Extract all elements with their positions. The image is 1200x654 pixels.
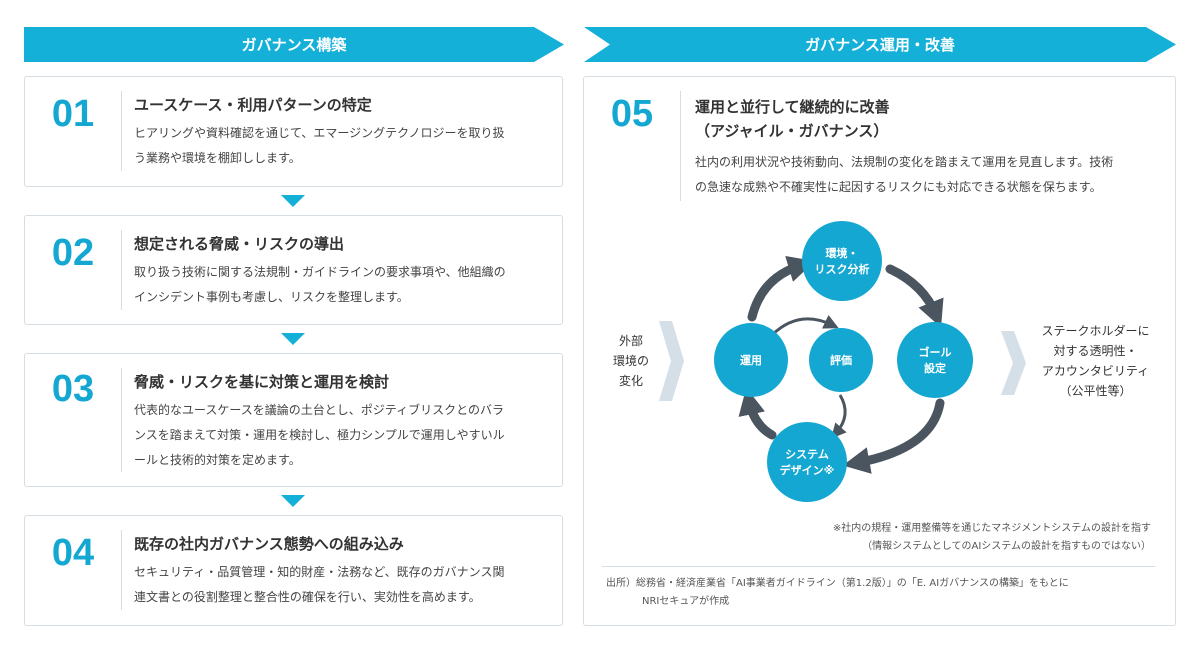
down-arrow-icon (281, 495, 305, 507)
step-title-line: 運用と並行して継続的に改善 (695, 98, 890, 116)
side-text-line: アカウンタビリティ (1041, 364, 1150, 378)
step-divider (680, 91, 681, 201)
step-text-line: の急速な成熟や不確実性に起因するリスクにも対応できる状態を保ちます。 (695, 180, 1102, 194)
side-text-line: 外部 (618, 334, 643, 348)
governance-build-banner: ガバナンス構築 (24, 27, 564, 62)
node-label: ゴール (919, 345, 952, 359)
arrow-system-to-operation (738, 387, 777, 440)
step-divider (121, 91, 122, 171)
step-divider (121, 530, 122, 610)
stakeholder-accountability-label: ステークホルダーに 対する透明性・ アカウンタビリティ （公平性等） (1028, 321, 1163, 401)
step-description: 代表的なユースケースを議論の土台とし、ポジティブリスクとのバラ ンスを踏まえて対… (134, 398, 546, 473)
step-05-card: 05 運用と並行して継続的に改善 （アジャイル・ガバナンス） 社内の利用状況や技… (583, 76, 1176, 626)
step-description: 社内の利用状況や技術動向、法規制の変化を踏まえて運用を見直します。技術 の急速な… (695, 150, 1160, 200)
step-text-line: う業務や環境を棚卸しします。 (134, 151, 301, 165)
source-note: 出所）総務省・経済産業省「AI事業者ガイドライン（第1.2版）」の「E. AIガ… (606, 575, 1166, 611)
side-text-line: 変化 (618, 374, 643, 388)
step-text-line: 連文書との役割整理と整合性の確保を行い、実効性を高めます。 (134, 590, 481, 604)
banner-left-label: ガバナンス構築 (241, 36, 347, 54)
down-arrow-icon (281, 333, 305, 345)
arrow-env-to-goal (885, 264, 944, 328)
side-text-line: （公平性等） (1059, 384, 1132, 398)
side-text-line: ステークホルダーに (1041, 324, 1150, 338)
arrow-operation-to-evaluation (770, 314, 839, 337)
node-goal-setting (897, 322, 973, 398)
node-label: デザイン※ (780, 463, 835, 477)
footnote-line: （情報システムとしてのAIシステムの設計を指すものではない） (862, 541, 1151, 552)
step-text-line: インシデント事例も考慮し、リスクを整理します。 (134, 290, 409, 304)
node-evaluation (809, 328, 873, 392)
step-text-line: ヒアリングや資料確認を通じて、エマージングテクノロジーを取り扱 (134, 126, 505, 140)
governance-operation-banner: ガバナンス運用・改善 (584, 27, 1176, 62)
step-text-line: ンスを踏まえて対策・運用を検討し、極力シンプルで運用しやすいル (134, 428, 505, 442)
step-03-card: 03 脅威・リスクを基に対策と運用を検討 代表的なユースケースを議論の土台とし、… (24, 353, 563, 487)
step-number: 04 (51, 532, 95, 574)
step-description: ヒアリングや資料確認を通じて、エマージングテクノロジーを取り扱 う業務や環境を棚… (134, 121, 546, 171)
arrow-operation-to-env (747, 255, 815, 322)
footnote-line: ※社内の規程・運用整備等を通じたマネジメントシステムの設計を指す (832, 523, 1151, 534)
step-divider (121, 230, 122, 310)
side-text-line: 対する透明性・ (1053, 344, 1138, 358)
step-title: 運用と並行して継続的に改善 （アジャイル・ガバナンス） (695, 95, 890, 143)
step-number: 03 (51, 368, 95, 410)
step-text-line: ールと技術的対策を定めます。 (134, 453, 301, 467)
node-label: システム (785, 448, 829, 461)
step-text-line: 取り扱う技術に関する法規制・ガイドラインの要求事項や、他組織の (134, 265, 506, 279)
side-text-line: 環境の (612, 354, 649, 368)
step-title: 脅威・リスクを基に対策と運用を検討 (134, 373, 390, 391)
step-text-line: 代表的なユースケースを議論の土台とし、ポジティブリスクとのバラ (134, 403, 504, 417)
external-environment-label: 外部 環境の 変化 (606, 331, 656, 391)
agile-governance-cycle-diagram: 環境・ リスク分析 ゴール 設定 システム デザイン※ 運用 評価 (659, 221, 1026, 502)
step-title: 既存の社内ガバナンス態勢への組み込み (134, 535, 404, 553)
down-arrow-icon (281, 195, 305, 207)
node-env-risk-analysis (802, 221, 882, 301)
footnote: ※社内の規程・運用整備等を通じたマネジメントシステムの設計を指す （情報システム… (751, 520, 1151, 556)
node-operation (714, 323, 788, 397)
step-text-line: 社内の利用状況や技術動向、法規制の変化を踏まえて運用を見直します。技術 (695, 155, 1114, 169)
source-line: NRIセキュアが作成 (642, 596, 730, 607)
output-chevron-icon (1001, 331, 1026, 395)
source-divider (602, 566, 1155, 567)
step-text-line: セキュリティ・品質管理・知的財産・法務など、既存のガバナンス関 (134, 565, 505, 579)
node-label: 環境・ (826, 246, 859, 260)
node-label: 運用 (740, 354, 762, 367)
node-system-design (767, 422, 847, 502)
arrow-evaluation-to-system (831, 394, 847, 439)
node-label: 設定 (924, 361, 946, 375)
step-number: 01 (51, 93, 95, 135)
node-label: 評価 (830, 353, 852, 367)
step-number: 02 (51, 232, 95, 274)
step-02-card: 02 想定される脅威・リスクの導出 取り扱う技術に関する法規制・ガイドラインの要… (24, 215, 563, 325)
source-line: 出所）総務省・経済産業省「AI事業者ガイドライン（第1.2版）」の「E. AIガ… (606, 578, 1069, 589)
step-divider (121, 368, 122, 472)
step-04-card: 04 既存の社内ガバナンス態勢への組み込み セキュリティ・品質管理・知的財産・法… (24, 515, 563, 626)
banner-right-label: ガバナンス運用・改善 (805, 36, 955, 54)
step-description: セキュリティ・品質管理・知的財産・法務など、既存のガバナンス関 連文書との役割整… (134, 560, 546, 610)
step-title: ユースケース・利用パターンの特定 (134, 96, 372, 114)
step-title-line: （アジャイル・ガバナンス） (695, 122, 889, 140)
input-chevron-icon (659, 321, 684, 401)
step-description: 取り扱う技術に関する法規制・ガイドラインの要求事項や、他組織の インシデント事例… (134, 260, 546, 310)
step-01-card: 01 ユースケース・利用パターンの特定 ヒアリングや資料確認を通じて、エマージン… (24, 76, 563, 187)
step-number: 05 (610, 93, 654, 135)
node-label: リスク分析 (815, 262, 870, 276)
arrow-goal-to-system (842, 398, 945, 474)
step-title: 想定される脅威・リスクの導出 (134, 235, 345, 253)
